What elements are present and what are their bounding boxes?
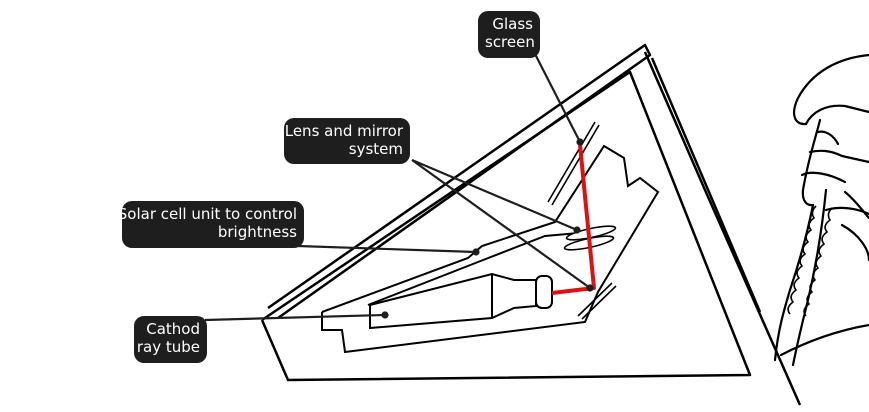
canopy-frame [262, 45, 800, 405]
light-beam [552, 145, 594, 293]
callout-cathode-line1: Cathod [141, 320, 200, 338]
callout-lens-mirror-line2: system [291, 140, 403, 158]
oxygen-hose [788, 206, 832, 316]
callout-glass-screen-line2: screen [485, 33, 533, 51]
callout-solar-cell-line1: Solar cell unit to control [129, 205, 297, 223]
cathode-ray-tube [370, 274, 552, 328]
callout-solar-cell-line2: brightness [129, 223, 297, 241]
callout-solar-cell: Solar cell unit to control brightness [122, 201, 304, 248]
callout-cathode-ray-tube: Cathod ray tube [134, 316, 207, 363]
callout-cathode-line2: ray tube [141, 338, 200, 356]
pilot-illustration [775, 55, 869, 365]
callout-lens-mirror-line1: Lens and mirror [291, 122, 403, 140]
callout-lens-mirror: Lens and mirror system [284, 118, 410, 164]
callout-glass-screen: Glass screen [478, 11, 540, 58]
callout-glass-screen-line1: Glass [485, 15, 533, 33]
